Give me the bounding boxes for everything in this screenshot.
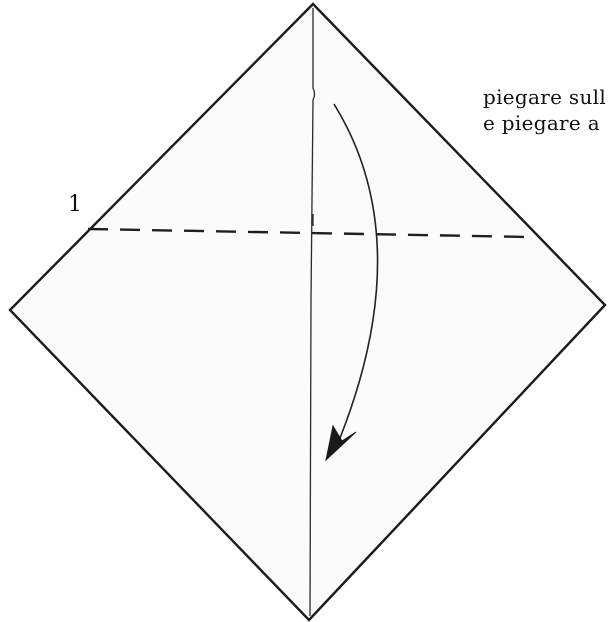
- fold-arrowhead: [325, 424, 357, 462]
- instruction-line-1: piegare sull: [483, 85, 607, 109]
- instruction-text: piegare sull e piegare a: [483, 84, 606, 136]
- valley-fold-line: [87, 227, 531, 239]
- fold-arrow: [333, 103, 379, 439]
- step-number: 1: [68, 192, 82, 217]
- instruction-line-2: e piegare a: [483, 111, 600, 135]
- vertical-crease: [309, 8, 316, 617]
- paper-square: [8, 2, 607, 622]
